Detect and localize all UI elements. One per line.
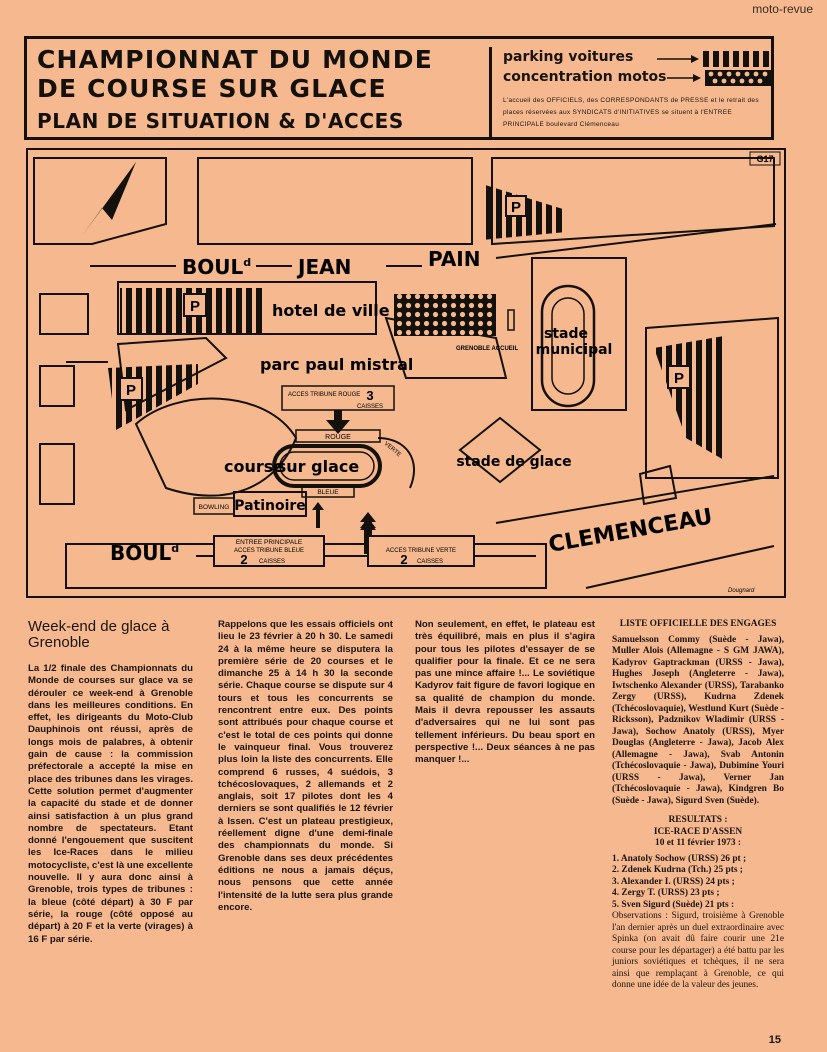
article-column-3: Non seulement, en effet, le plateau est … [415,619,595,767]
label-stade: stade [544,326,588,342]
engages-column: LISTE OFFICIELLE DES ENGAGES Samuelsson … [612,619,784,992]
parking-city-hall-label: P [190,298,200,315]
parking-east [654,336,724,460]
running-header: moto-revue [752,2,813,16]
legend-motos: concentration motos [503,69,667,85]
title-line-1: CHAMPIONNAT DU MONDE [37,45,434,74]
engages-list: Samuelsson Commy (Suède - Jawa), Muller … [612,634,784,806]
parking-east-label: P [674,370,684,387]
street-pain: PAIN [428,247,480,271]
label-acces-bleue: ACCES TRIBUNE BLEUE [234,548,304,554]
legend-parking: parking voitures [503,49,633,65]
caisses-count-top: 3 [366,388,373,403]
parking-west-label: P [126,382,136,399]
label-course: course [224,457,284,476]
map-frame [26,148,786,598]
title-line-2: DE COURSE SUR GLACE [37,74,387,103]
label-acces-rouge: ACCES TRIBUNE ROUGE [288,392,360,398]
street-clemenceau: CLEMENCEAU [547,504,715,557]
article-text-3: Non seulement, en effet, le plateau est … [415,619,595,766]
street-jean: JEAN [296,255,351,279]
label-entree-principale: ENTREE PRINCIPALE [236,539,303,546]
road-edge-south [585,545,775,589]
block-city-hall [117,281,377,335]
box-acces-verte [367,535,475,567]
results-item: 3. Alexander I. (URSS) 24 pts ; [612,876,735,887]
label-municipal: municipal [536,342,613,358]
results-observations: Observations : Sigurd, troisième à Greno… [612,911,784,990]
label-bleue: BLEUE [317,489,339,496]
results-item: 2. Zdenek Kudrna (Tch.) 25 pts ; [612,865,743,875]
street-boul-jean-pain: BOULd [182,255,251,279]
arrow-down-icon [326,410,350,434]
legend-motos-swatch [667,70,771,86]
box-acces-rouge [281,385,395,411]
caisses-label-bottom-left: CAISSES [259,559,285,565]
results-list: 1. Anatoly Sochow (URSS) 26 pt ; 2. Zden… [612,854,784,912]
block-north [197,157,473,245]
label-grenoble-accueil: GRENOBLE ACCUEIL [456,346,518,352]
patinoire-outline [233,491,307,517]
article-heading: Week-end de glace à Grenoble [28,618,170,651]
legend-parking-swatch [657,51,769,67]
map-signature: Dougnard [728,588,755,594]
box-entree-principale [213,535,325,567]
block-small-east [638,464,678,506]
results-item: 1. Anatoly Sochow (URSS) 26 pt ; [612,853,747,864]
label-acces-verte: ACCES TRIBUNE VERTE [386,548,456,554]
label-patinoire: Patinoire [234,498,306,514]
article-column-2: Rappelons que les essais officiels ont l… [218,619,393,914]
page-number: 15 [768,1034,781,1046]
caisses-count-bottom-right: 2 [400,552,407,567]
legend-parking-label: parking voitures [503,49,634,65]
stadium-track [540,284,596,408]
label-stade-de-glace: stade de glace [456,454,571,470]
results-event: ICE-RACE D'ASSEN [653,826,743,837]
north-arrow-icon [82,162,136,236]
block-east [645,316,779,479]
block-west-2 [39,365,75,407]
results-item: 5. Sven Sigurd (Suède) 21 pts : [612,899,735,910]
block-west-1 [39,293,89,335]
parking-north-label: P [511,199,521,216]
caisses-count-bottom-left: 2 [240,552,247,567]
motos-area [394,294,496,336]
results-item: 4. Zergy T. (URSS) 23 pts ; [612,888,720,898]
block-west-3 [39,443,75,505]
label-rouge: ROUGE [325,434,351,441]
article-text-2: Rappelons que les essais officiels ont l… [218,619,393,913]
block-northwest [33,157,167,245]
label-parc-paul-mistral: parc paul mistral [260,355,413,374]
results-title: RESULTATS : [668,815,728,825]
caisses-label-top: CAISSES [357,404,383,410]
title-line-3: PLAN DE SITUATION & D'ACCES [37,109,404,133]
street-boul: BOULd [110,541,179,565]
title-divider [489,47,492,137]
article-text-1: La 1/2 finale des Championnats du Monde … [28,663,193,945]
article-column-1: Week-end de glace à Grenoble La 1/2 fina… [28,619,193,946]
block-stadium [531,257,627,411]
arrow-up-icon-1 [312,502,324,528]
caisses-label-bottom-right: CAISSES [417,559,443,565]
results-date: 10 et 11 février 1973 : [655,838,741,848]
park-path [134,397,298,497]
stade-de-glace-outline [458,416,542,484]
title-box: CHAMPIONNAT DU MONDE DE COURSE SUR GLACE… [24,36,774,140]
label-hotel-de-ville: hotel de ville [272,301,390,320]
label-sur-glace: sur glace [277,457,360,476]
legend-note: L'accueil des OFFICIELS, des CORRESPONDA… [503,97,759,128]
site-map: G17 P P P P [26,148,786,598]
label-bowling: BOWLING [199,504,230,511]
engages-title: LISTE OFFICIELLE DES ENGAGES [619,619,777,629]
legend-motos-label: concentration motos [503,69,667,85]
